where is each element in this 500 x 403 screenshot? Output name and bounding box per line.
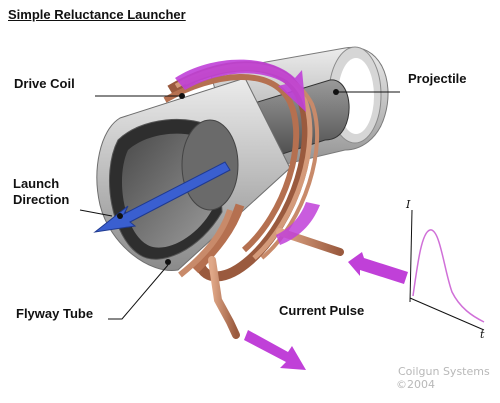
field-rotation-arrow-bottom (276, 202, 320, 245)
flyway-tube-leader-dot (165, 259, 171, 265)
diagram-title: Simple Reluctance Launcher (8, 7, 186, 22)
label-current-pulse: Current Pulse (279, 303, 365, 318)
graph-x-label: t (480, 328, 485, 341)
projectile-face (181, 119, 239, 211)
label-drive-coil: Drive Coil (14, 76, 75, 91)
label-launch-line1: Launch (13, 176, 60, 191)
current-pulse-graph (409, 209, 485, 331)
credit-line1: Coilgun Systems (398, 365, 490, 378)
launch-direction-leader (79, 209, 113, 217)
current-out-arrow (244, 330, 306, 370)
current-in-arrow (348, 252, 408, 284)
graph-x-axis (409, 297, 485, 331)
label-projectile: Projectile (408, 71, 467, 86)
flyway-tube-leader (108, 264, 169, 320)
launch-direction-leader-dot (117, 213, 123, 219)
drive-coil-leader-dot (179, 93, 185, 99)
field-rotation-arrow-top (175, 59, 306, 112)
launch-direction-arrow (93, 161, 231, 233)
graph-y-axis (409, 209, 413, 303)
current-pulse-curve (412, 229, 485, 323)
label-flyway-tube: Flyway Tube (16, 306, 94, 321)
projectile-leader-dot (333, 89, 339, 95)
coil-lead-down (208, 256, 240, 339)
label-launch-line2: Direction (13, 192, 70, 207)
graph-y-label: I (406, 198, 411, 211)
credit-line2: ©2004 (396, 378, 435, 391)
